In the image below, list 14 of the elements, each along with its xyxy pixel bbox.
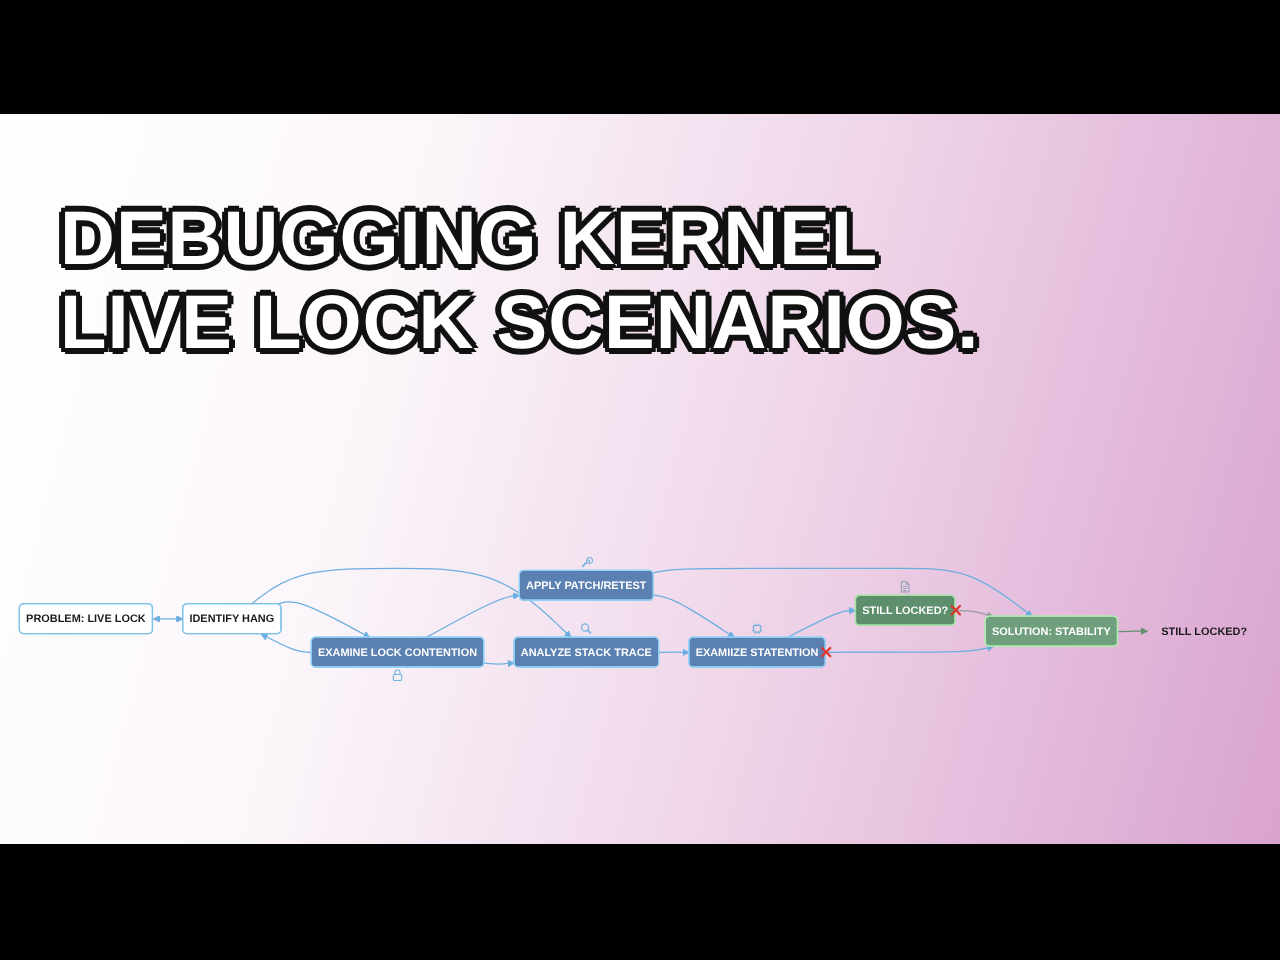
arrow — [652, 567, 1033, 617]
arrow — [1117, 627, 1149, 635]
arrow — [825, 644, 995, 654]
arrow — [658, 648, 690, 656]
arrow — [152, 615, 184, 623]
arrow — [250, 567, 572, 638]
arrow — [483, 659, 515, 668]
arrow — [277, 601, 371, 638]
arrow — [954, 609, 995, 619]
arrow — [260, 633, 313, 654]
title: DEBUGGING KERNEL LIVE LOCK SCENARIOS. — [60, 198, 982, 366]
arrow — [425, 592, 521, 639]
arrow — [653, 594, 735, 638]
arrow — [786, 606, 857, 639]
